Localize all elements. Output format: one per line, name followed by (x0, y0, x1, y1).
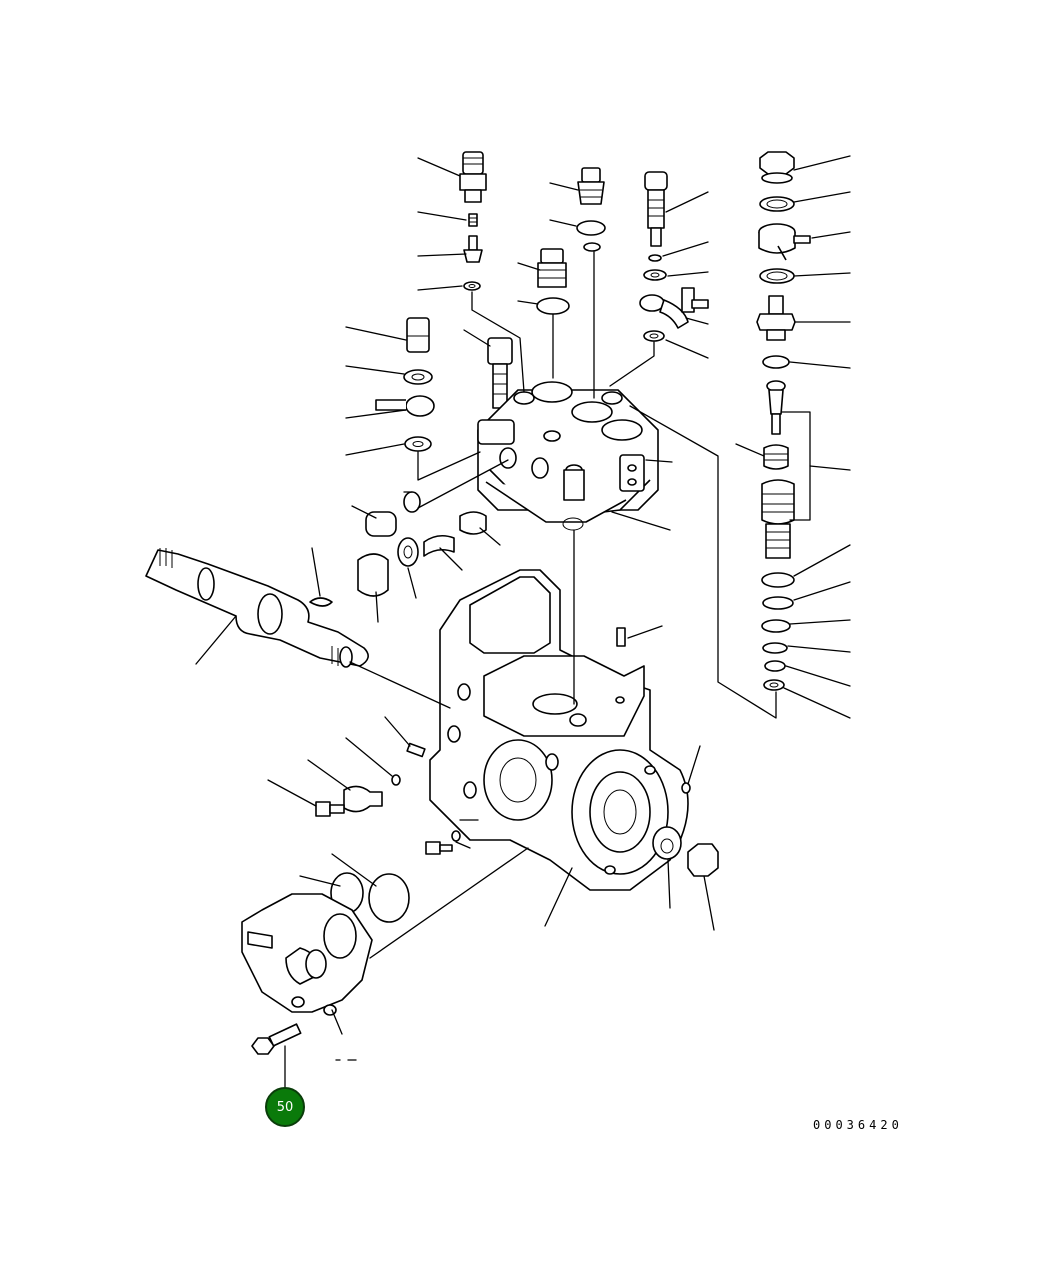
plug-bolt-stack (536, 167, 606, 315)
drawing-number: 00036420 (813, 1118, 903, 1132)
governor-cover (241, 893, 373, 1016)
small-bolts (251, 742, 719, 1055)
delivery-valve-stack (459, 151, 487, 291)
plunger-bolt-stack (639, 171, 709, 342)
drive-shaft (145, 548, 369, 668)
pump-housing (429, 569, 689, 891)
callout-label: 50 (276, 1099, 294, 1115)
callout-badge[interactable]: 50 (265, 1087, 305, 1127)
hydraulic-head-block (477, 381, 659, 531)
left-fittings (309, 317, 513, 607)
right-parts-stack (756, 151, 811, 691)
leader-lines (195, 155, 851, 1088)
